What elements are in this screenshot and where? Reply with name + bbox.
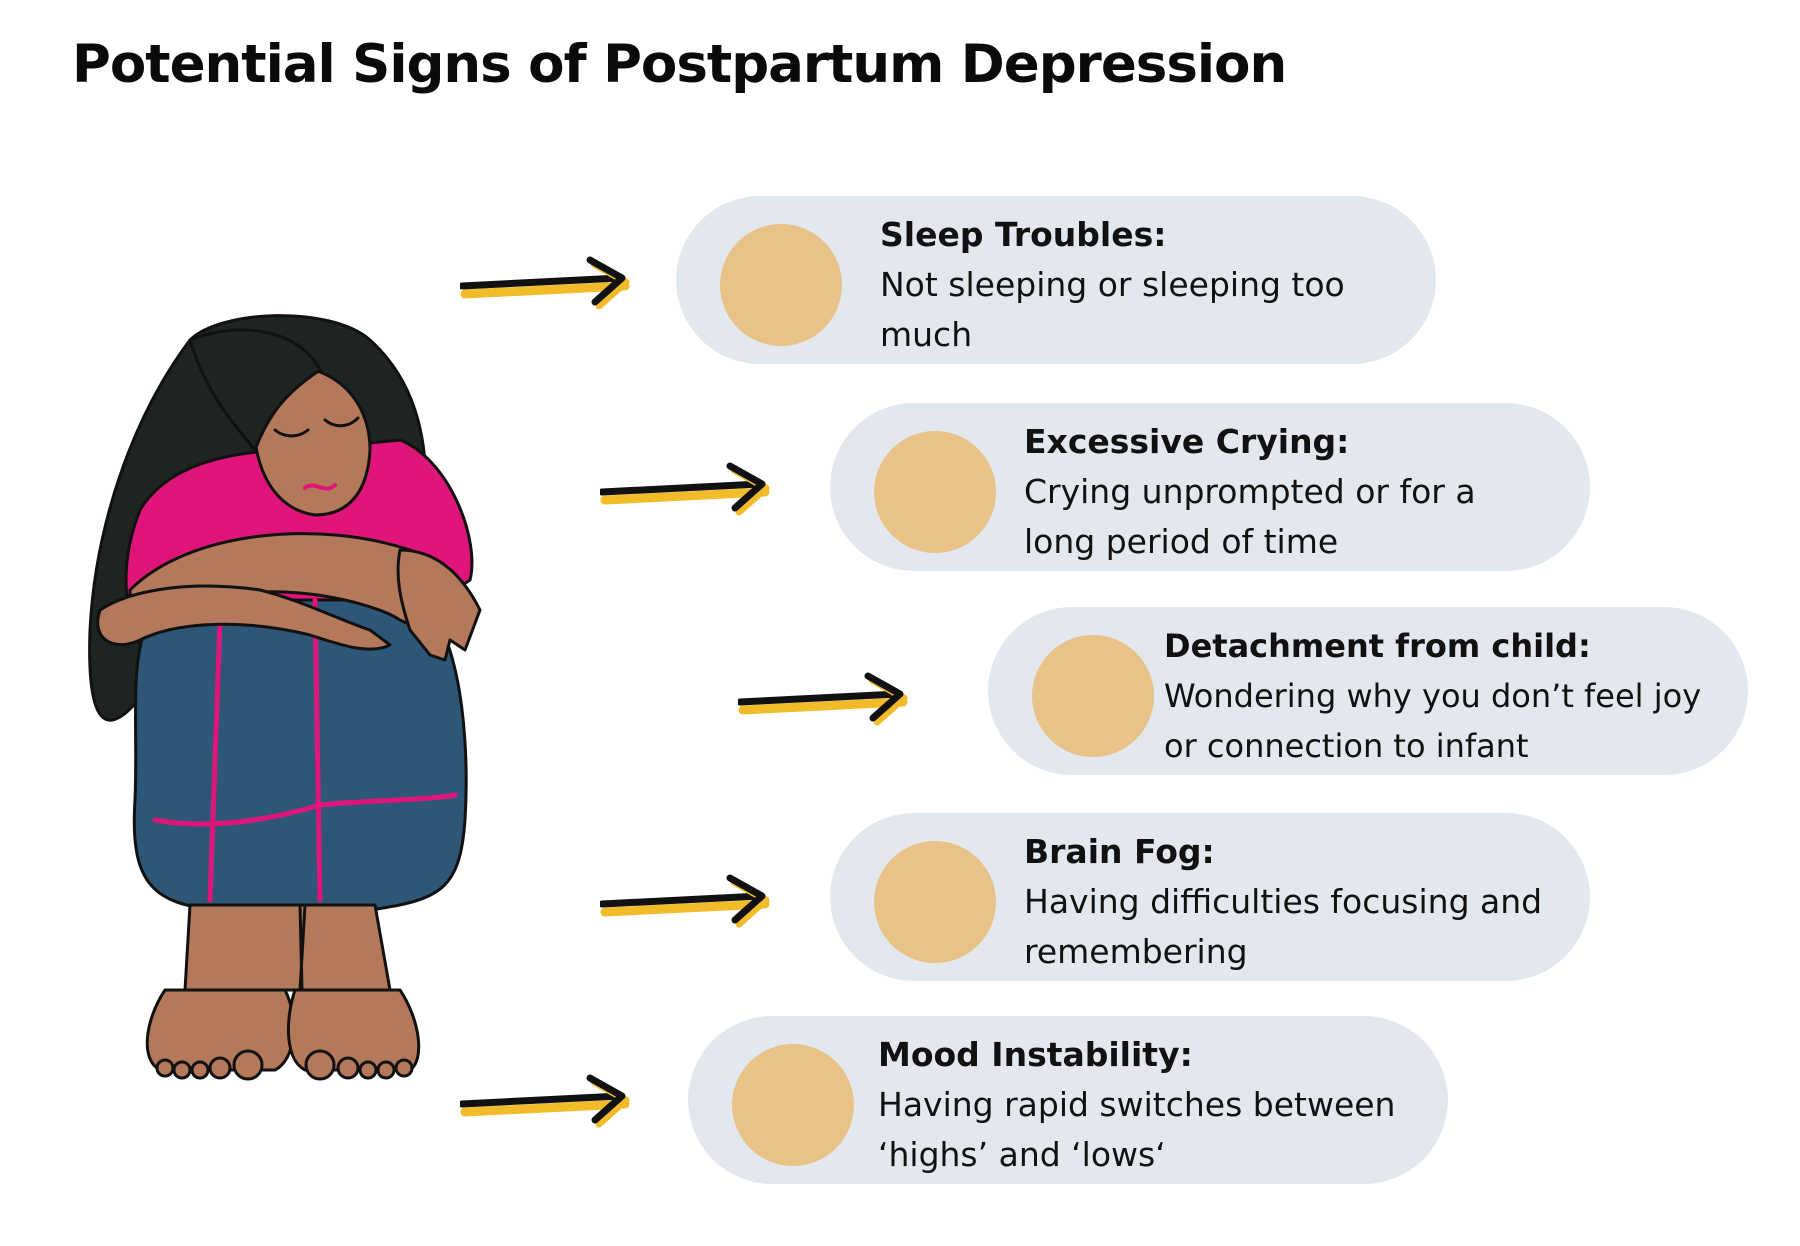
sign-bullet-circle <box>874 841 996 963</box>
sign-heading: Excessive Crying: <box>1024 422 1350 461</box>
sign-bullet-circle <box>720 224 842 346</box>
sign-card-mood-instability: Mood Instability: Having rapid switches … <box>688 1016 1448 1184</box>
sign-text: Brain Fog: Having difficulties focusing … <box>1024 827 1550 977</box>
arrow-right-icon <box>738 672 908 726</box>
sign-description: Having difficulties focusing and remembe… <box>1024 882 1543 971</box>
sign-text: Detachment from child: Wondering why you… <box>1164 621 1734 771</box>
arrow-right-icon <box>460 256 630 310</box>
sign-bullet-circle <box>732 1044 854 1166</box>
sign-description: Crying unprompted or for a long period o… <box>1024 472 1476 561</box>
arrow-right-icon <box>600 874 770 928</box>
arrow-right-icon <box>600 462 770 516</box>
sign-text: Sleep Troubles: Not sleeping or sleeping… <box>880 210 1396 360</box>
jeans <box>132 598 468 912</box>
arrow-right-icon <box>460 1074 630 1128</box>
sign-description: Having rapid switches between ‘highs’ an… <box>878 1085 1396 1174</box>
sign-description: Not sleeping or sleeping too much <box>880 265 1345 354</box>
sign-heading: Mood Instability: <box>878 1035 1193 1074</box>
shins <box>183 903 392 992</box>
sign-card-brain-fog: Brain Fog: Having difficulties focusing … <box>830 813 1590 981</box>
sign-text: Excessive Crying: Crying unprompted or f… <box>1024 417 1550 567</box>
sign-heading: Brain Fog: <box>1024 832 1215 871</box>
sign-heading: Detachment from child: <box>1164 627 1591 665</box>
page-title: Potential Signs of Postpartum Depression <box>72 34 1287 95</box>
sign-card-sleep-troubles: Sleep Troubles: Not sleeping or sleeping… <box>676 196 1436 364</box>
sad-woman-illustration <box>88 314 482 1081</box>
sign-bullet-circle <box>874 431 996 553</box>
sign-heading: Sleep Troubles: <box>880 215 1167 254</box>
sign-description: Wondering why you don’t feel joy or conn… <box>1164 677 1702 765</box>
hand <box>396 548 482 662</box>
sign-card-excessive-crying: Excessive Crying: Crying unprompted or f… <box>830 403 1590 571</box>
sign-card-detachment: Detachment from child: Wondering why you… <box>988 607 1748 775</box>
sign-bullet-circle <box>1032 635 1154 757</box>
sign-text: Mood Instability: Having rapid switches … <box>878 1030 1408 1180</box>
